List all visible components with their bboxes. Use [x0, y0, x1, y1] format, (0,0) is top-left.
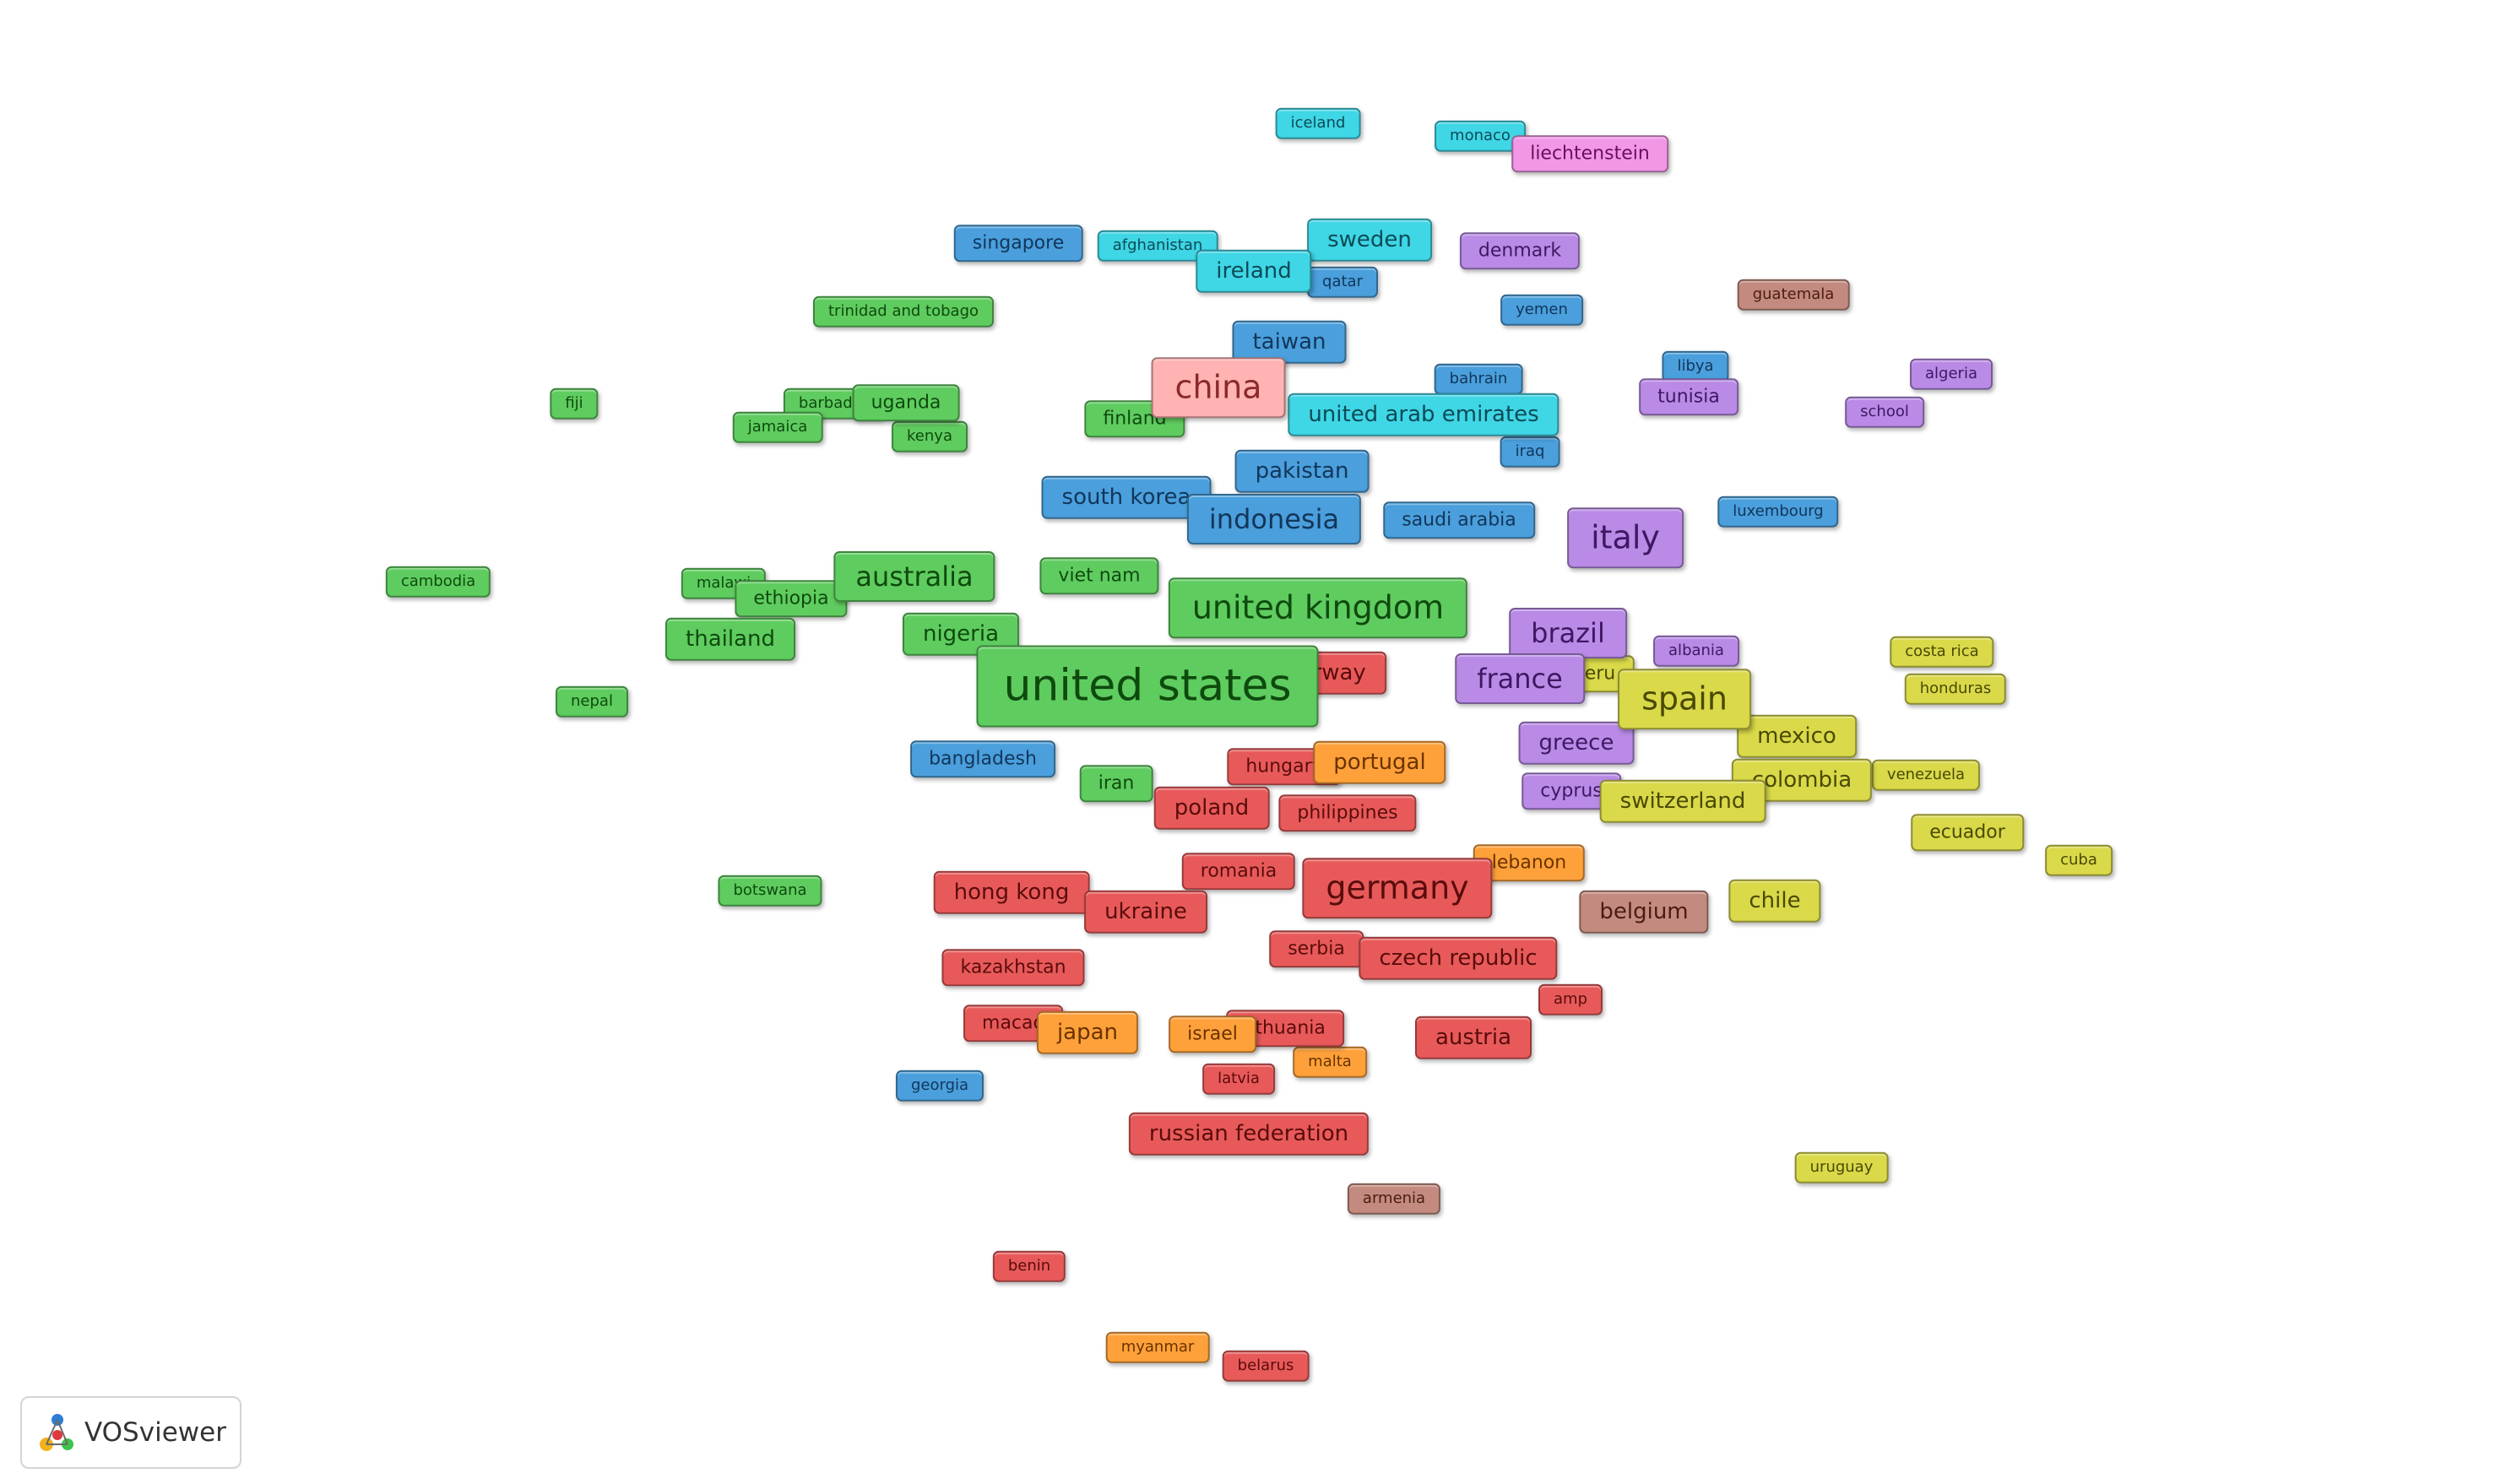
node-hong-kong[interactable]: hong kong: [933, 870, 1090, 914]
node-ireland[interactable]: ireland: [1196, 249, 1312, 293]
node-pakistan[interactable]: pakistan: [1234, 449, 1370, 493]
node-algeria[interactable]: algeria: [1910, 358, 1993, 390]
node-kazakhstan[interactable]: kazakhstan: [941, 949, 1085, 986]
node-yemen[interactable]: yemen: [1500, 294, 1583, 326]
vosviewer-logo-icon: [40, 1414, 73, 1451]
node-switzerland[interactable]: switzerland: [1599, 779, 1766, 823]
node-japan[interactable]: japan: [1036, 1010, 1139, 1054]
node-benin[interactable]: benin: [992, 1250, 1066, 1282]
node-uganda[interactable]: uganda: [852, 384, 960, 421]
node-guatemala[interactable]: guatemala: [1737, 279, 1850, 311]
node-singapore[interactable]: singapore: [953, 225, 1083, 262]
node-china[interactable]: china: [1151, 357, 1286, 418]
node-belgium[interactable]: belgium: [1579, 890, 1709, 934]
node-trinidad-and-tobago[interactable]: trinidad and tobago: [812, 295, 995, 328]
node-jamaica[interactable]: jamaica: [732, 411, 823, 443]
node-school[interactable]: school: [1845, 396, 1924, 428]
node-libya[interactable]: libya: [1662, 350, 1729, 382]
node-brazil[interactable]: brazil: [1509, 608, 1627, 658]
node-italy[interactable]: italy: [1567, 507, 1684, 568]
node-united-states[interactable]: united states: [976, 645, 1319, 728]
node-botswana[interactable]: botswana: [718, 875, 822, 907]
node-mexico[interactable]: mexico: [1737, 714, 1857, 758]
node-israel[interactable]: israel: [1169, 1016, 1256, 1053]
vosviewer-label: VOSviewer: [84, 1417, 226, 1448]
node-saudi-arabia[interactable]: saudi arabia: [1383, 501, 1535, 539]
node-myanmar[interactable]: myanmar: [1105, 1331, 1210, 1363]
node-armenia[interactable]: armenia: [1347, 1183, 1441, 1215]
node-portugal[interactable]: portugal: [1313, 740, 1446, 784]
node-chile[interactable]: chile: [1728, 879, 1821, 923]
node-nigeria[interactable]: nigeria: [902, 612, 1020, 656]
node-south-korea[interactable]: south korea: [1041, 475, 1212, 519]
node-liechtenstein[interactable]: liechtenstein: [1511, 135, 1668, 172]
node-spain[interactable]: spain: [1618, 669, 1751, 729]
node-australia[interactable]: australia: [833, 551, 995, 602]
node-greece[interactable]: greece: [1518, 721, 1635, 765]
node-tunisia[interactable]: tunisia: [1639, 378, 1738, 415]
node-fiji[interactable]: fiji: [550, 387, 599, 420]
node-united-arab-emirates[interactable]: united arab emirates: [1288, 393, 1559, 436]
node-nepal[interactable]: nepal: [556, 685, 628, 718]
node-germany[interactable]: germany: [1302, 858, 1493, 918]
node-ukraine[interactable]: ukraine: [1084, 890, 1207, 934]
node-belarus[interactable]: belarus: [1222, 1350, 1310, 1382]
node-iraq[interactable]: iraq: [1500, 436, 1560, 468]
node-ecuador[interactable]: ecuador: [1911, 814, 2024, 851]
node-thailand[interactable]: thailand: [665, 617, 795, 661]
node-cuba[interactable]: cuba: [2045, 844, 2113, 876]
vosviewer-branding: VOSviewer: [20, 1396, 241, 1469]
node-indonesia[interactable]: indonesia: [1186, 494, 1362, 544]
node-kenya[interactable]: kenya: [892, 420, 968, 452]
node-cambodia[interactable]: cambodia: [385, 566, 491, 598]
node-ethiopia[interactable]: ethiopia: [735, 580, 848, 617]
node-romania[interactable]: romania: [1181, 853, 1296, 890]
node-malta[interactable]: malta: [1293, 1046, 1367, 1078]
node-iran[interactable]: iran: [1079, 765, 1153, 802]
node-amp[interactable]: amp: [1538, 983, 1603, 1016]
node-monaco[interactable]: monaco: [1435, 120, 1526, 152]
node-bangladesh[interactable]: bangladesh: [910, 740, 1055, 777]
node-austria[interactable]: austria: [1415, 1016, 1532, 1059]
node-united-kingdom[interactable]: united kingdom: [1168, 577, 1468, 638]
node-viet-nam[interactable]: viet nam: [1039, 557, 1159, 594]
node-philippines[interactable]: philippines: [1278, 794, 1417, 831]
node-costa-rica[interactable]: costa rica: [1890, 636, 1994, 668]
node-latvia[interactable]: latvia: [1202, 1063, 1275, 1095]
node-russian-federation[interactable]: russian federation: [1128, 1112, 1370, 1156]
node-albania[interactable]: albania: [1653, 635, 1739, 667]
node-malawi[interactable]: malawi: [681, 567, 767, 599]
node-czech-republic[interactable]: czech republic: [1359, 936, 1558, 980]
node-denmark[interactable]: denmark: [1459, 232, 1581, 269]
node-qatar[interactable]: qatar: [1307, 266, 1378, 298]
node-venezuela[interactable]: venezuela: [1871, 759, 1981, 791]
node-iceland[interactable]: iceland: [1275, 107, 1361, 139]
node-georgia[interactable]: georgia: [895, 1070, 984, 1102]
node-honduras[interactable]: honduras: [1904, 673, 2007, 705]
node-luxembourg[interactable]: luxembourg: [1717, 496, 1839, 528]
node-bahrain[interactable]: bahrain: [1434, 363, 1523, 395]
node-uruguay[interactable]: uruguay: [1794, 1151, 1889, 1183]
node-serbia[interactable]: serbia: [1269, 930, 1364, 967]
node-taiwan[interactable]: taiwan: [1232, 320, 1347, 364]
node-france[interactable]: france: [1455, 653, 1585, 704]
node-sweden[interactable]: sweden: [1307, 218, 1432, 262]
node-poland[interactable]: poland: [1153, 786, 1270, 830]
